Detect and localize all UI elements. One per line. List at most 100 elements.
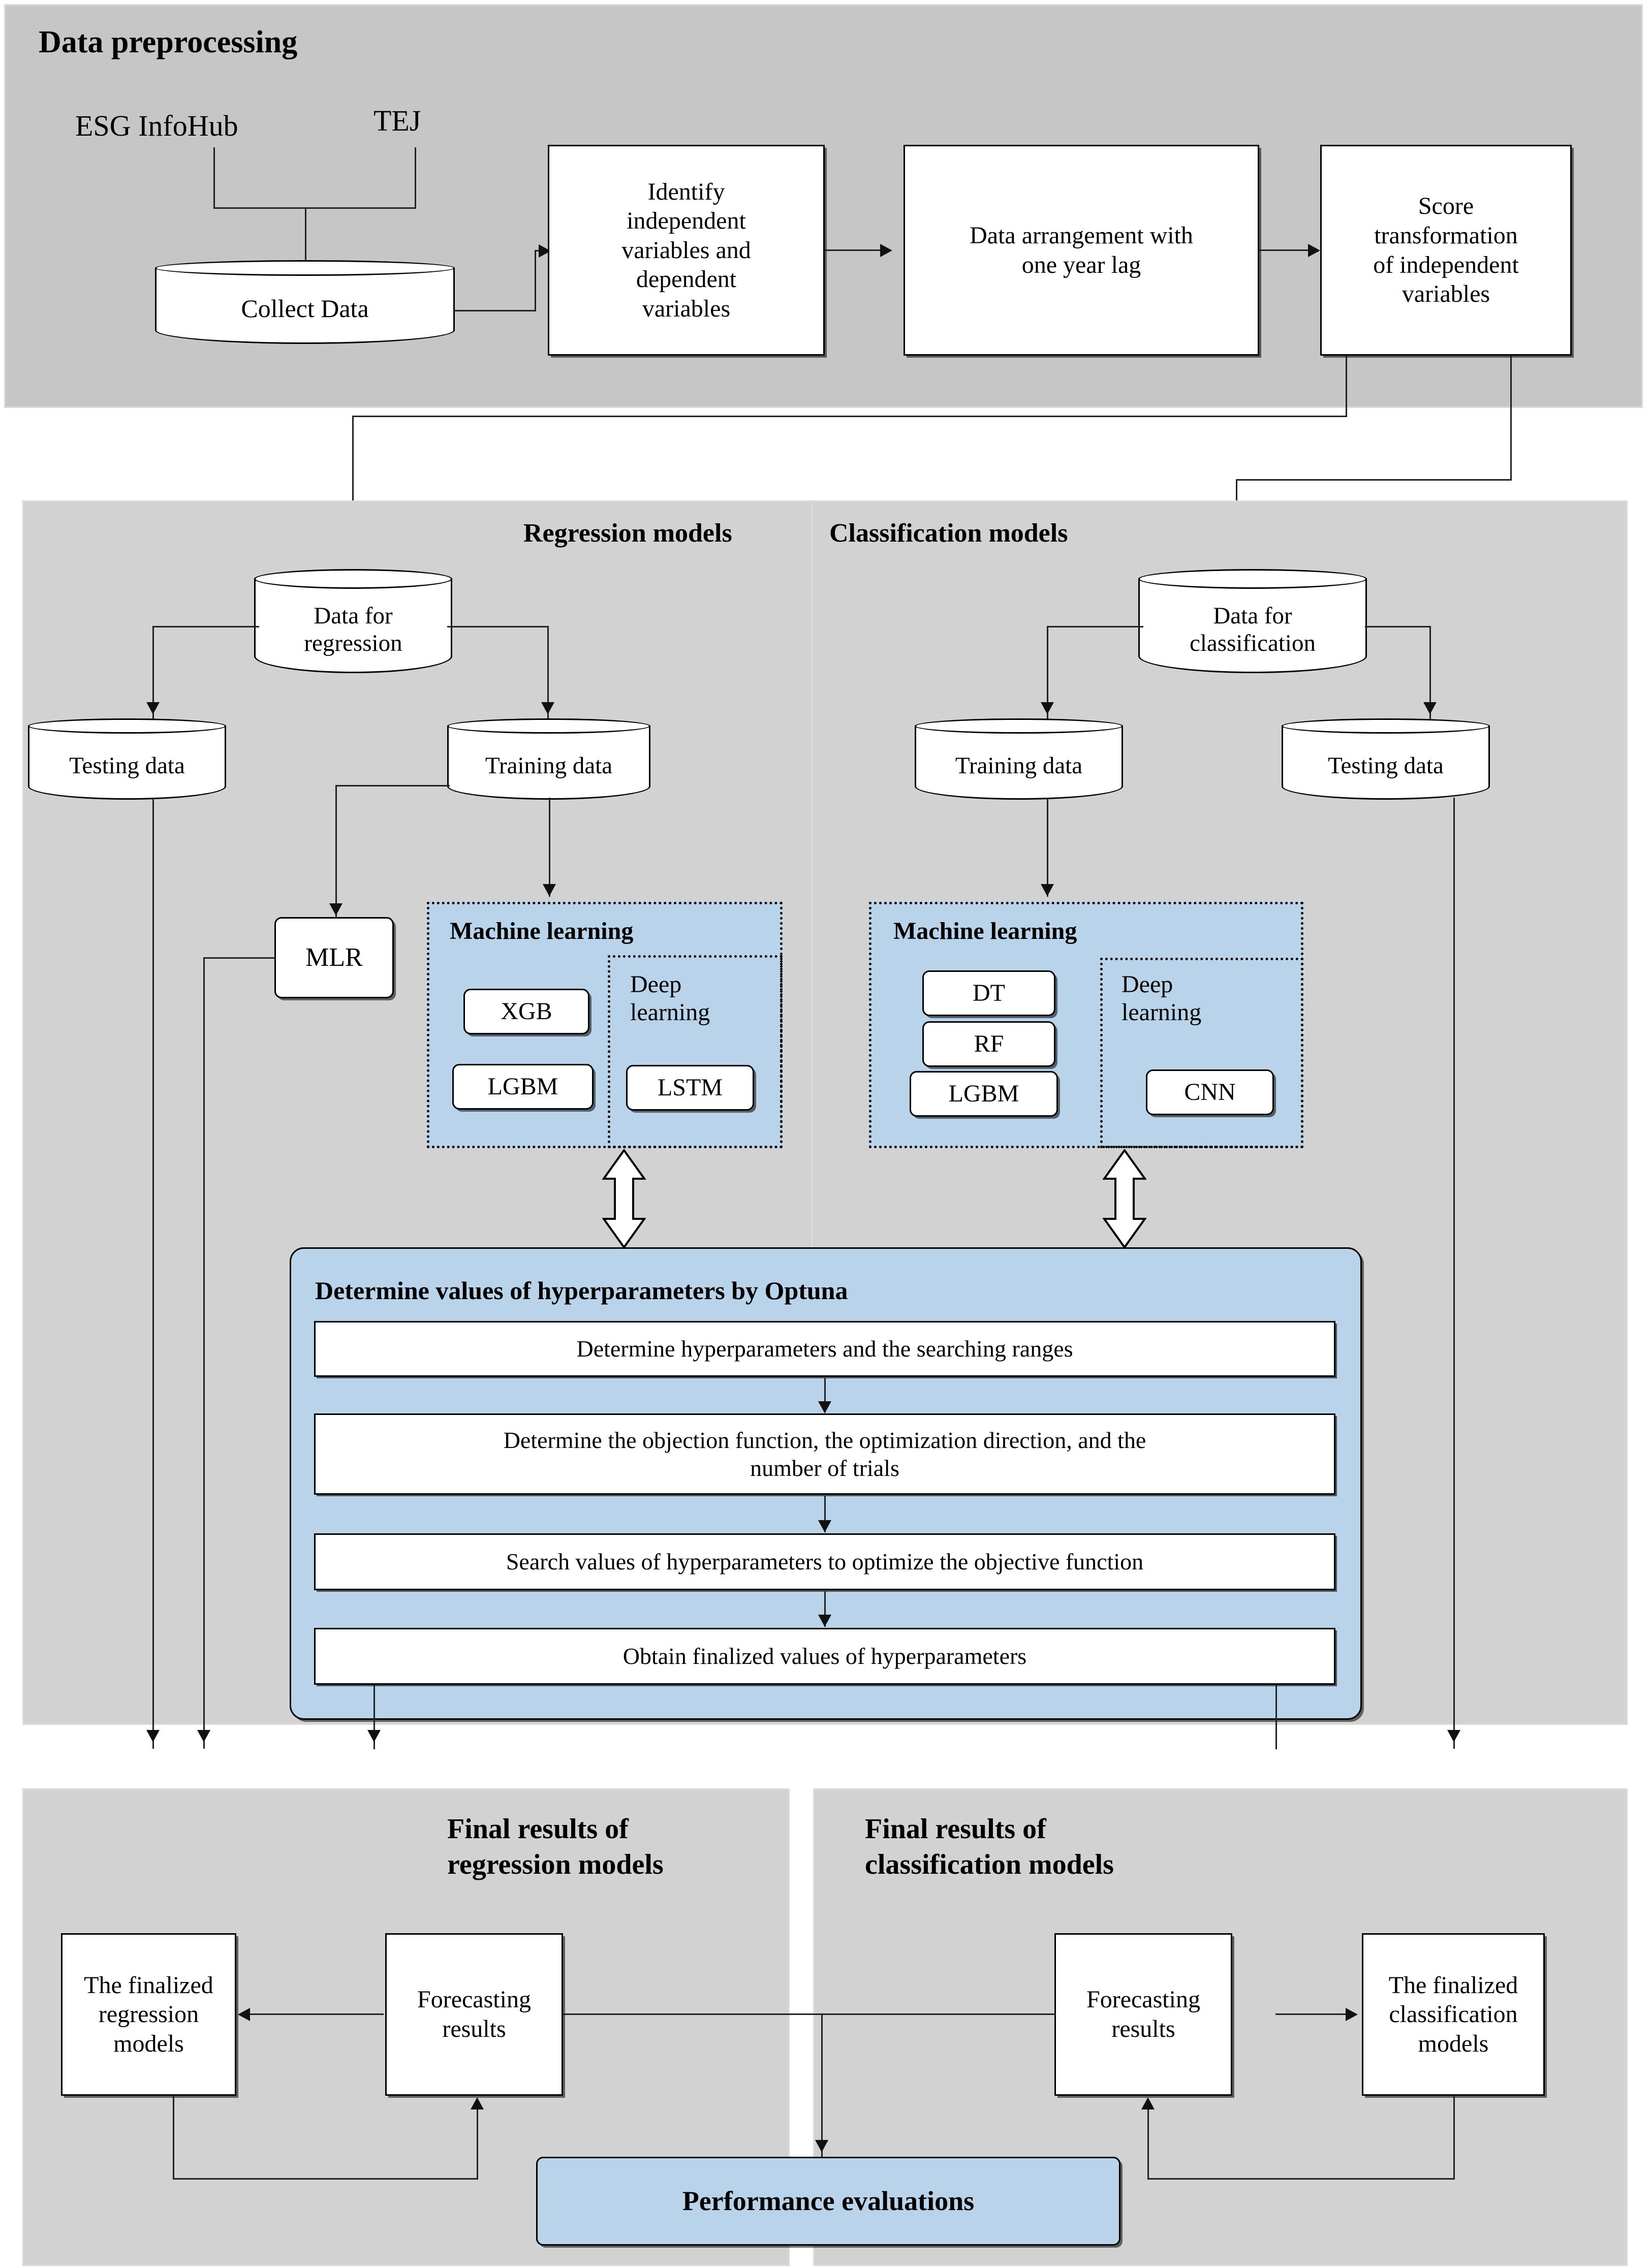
connector-optuna-3-4	[824, 1591, 826, 1627]
group-title-machine-learning-classification: Machine learning	[893, 918, 1077, 944]
connector-training-to-mlr-run	[335, 785, 450, 786]
box-model-lgbm-classification: LGBM	[910, 1071, 1058, 1117]
connector-transform-right-run	[1236, 479, 1512, 481]
arrowhead-optuna-step-4	[818, 1615, 831, 1627]
arrowhead-optuna-step-3	[818, 1520, 831, 1532]
connector-testing-cls-down	[1453, 798, 1455, 1749]
box-model-lstm: LSTM	[626, 1065, 754, 1111]
arrowhead-to-ml-regression	[543, 884, 556, 896]
panel-title-data-preprocessing: Data preprocessing	[39, 25, 298, 59]
connector-reg-to-training	[547, 626, 549, 719]
connector-mlr-down	[203, 957, 205, 1749]
connector-tej-down	[415, 147, 416, 208]
cylinder-label-collect-data: Collect Data	[241, 294, 369, 323]
double-arrow-regression-to-optuna	[602, 1149, 646, 1248]
box-model-cnn: CNN	[1146, 1069, 1274, 1115]
arrowhead-testing-cls-to-final	[1447, 1730, 1460, 1742]
cylinder-label-training-data-classification: Training data	[955, 752, 1083, 779]
connector-reg-to-testing	[152, 626, 154, 719]
arrowhead-testing-reg-to-final	[146, 1730, 160, 1742]
arrowhead-loop-to-forecast-reg	[471, 2097, 484, 2109]
cylinder-data-for-regression: Data for regression	[254, 569, 452, 673]
panel-title-regression-models: Regression models	[523, 519, 732, 548]
connector-forecast-reg-to-final	[244, 2013, 384, 2015]
box-forecasting-results-classification: Forecasting results	[1054, 1933, 1232, 2096]
connector-reg-split-left	[152, 626, 259, 627]
optuna-title: Determine values of hyperparameters by O…	[315, 1276, 848, 1305]
cylinder-label-testing-data-regression: Testing data	[69, 752, 185, 779]
connector-transform-left-run	[352, 416, 1347, 417]
arrowhead-to-ml-classification	[1041, 884, 1054, 896]
cylinder-top	[447, 718, 650, 734]
connector-final-cls-down	[1453, 2096, 1455, 2180]
box-model-lgbm-regression: LGBM	[452, 1064, 594, 1110]
connector-arrange-to-transform	[1259, 249, 1315, 251]
cylinder-training-data-regression: Training data	[447, 718, 650, 800]
cylinder-collect-data: Collect Data	[155, 260, 455, 344]
box-performance-evaluations: Performance evaluations	[536, 2157, 1120, 2246]
connector-cls-split-left	[1047, 626, 1143, 627]
box-score-transformation: Score transformation of independent vari…	[1320, 145, 1572, 356]
connector-testing-reg-down	[152, 798, 154, 1749]
connector-collect-riser	[535, 250, 536, 311]
panel-title-final-results-classification: Final results of classification models	[865, 1813, 1114, 1880]
group-title-deep-learning-classification: Deep learning	[1122, 971, 1202, 1026]
cylinder-body	[254, 578, 452, 673]
connector-cls-split-right	[1365, 626, 1431, 627]
optuna-step-1: Determine hyperparameters and the search…	[314, 1321, 1335, 1377]
cylinder-testing-data-classification: Testing data	[1282, 718, 1490, 800]
double-arrow-classification-to-optuna	[1103, 1149, 1146, 1248]
connector-final-cls-up-to-forecast	[1147, 2108, 1149, 2180]
connector-identify-to-arrange	[825, 249, 888, 251]
box-identify-variables: Identify independent variables and depen…	[548, 145, 825, 356]
connector-final-reg-down	[173, 2096, 174, 2180]
optuna-step-3: Search values of hyperparameters to opti…	[314, 1533, 1335, 1590]
arrowhead-forecast-reg-to-perf	[815, 2140, 828, 2152]
cylinder-top	[1282, 718, 1490, 734]
arrowhead-to-arrange	[880, 244, 892, 257]
arrowhead-forecast-reg-to-final	[238, 2008, 250, 2021]
box-forecasting-results-regression: Forecasting results	[385, 1933, 563, 2096]
group-deep-learning-classification	[1100, 958, 1303, 1148]
box-mlr: MLR	[274, 917, 394, 998]
cylinder-body	[1138, 578, 1367, 673]
box-model-dt: DT	[922, 970, 1055, 1016]
label-esg-infohub: ESG InfoHub	[75, 109, 238, 142]
connector-mlr-out	[203, 957, 275, 959]
cylinder-top	[254, 569, 452, 589]
connector-optuna-to-final-regression	[373, 1685, 375, 1749]
cylinder-top	[915, 718, 1123, 734]
arrowhead-to-training-data-cls	[1041, 702, 1054, 714]
connector-cls-to-testing	[1429, 626, 1431, 719]
arrowhead-to-testing-data-cls	[1423, 702, 1437, 714]
cylinder-body	[447, 726, 650, 800]
connector-final-reg-run	[173, 2178, 478, 2180]
cylinder-data-for-classification: Data for classification	[1138, 569, 1367, 673]
box-finalized-regression-models: The finalized regression models	[61, 1933, 236, 2096]
cylinder-label-training-data-regression: Training data	[485, 752, 613, 779]
connector-forecast-reg-to-perf	[563, 2013, 822, 2015]
connector-forecast-cls-to-perf	[821, 2013, 1056, 2015]
connector-optuna-right-to-final-cls	[1275, 2013, 1354, 2015]
cylinder-body	[155, 267, 455, 344]
connector-training-cls-to-ml	[1047, 798, 1048, 897]
connector-cls-to-training	[1047, 626, 1048, 719]
connector-perf-drop-left	[821, 2013, 823, 2158]
cylinder-top	[155, 260, 455, 276]
cylinder-top	[1138, 569, 1367, 589]
arrowhead-optuna-to-final-regression	[367, 1730, 381, 1742]
arrowhead-loop-to-forecast-cls	[1141, 2097, 1155, 2109]
connector-final-cls-run	[1147, 2178, 1455, 2180]
cylinder-label-data-for-classification: Data for classification	[1190, 602, 1316, 656]
arrowhead-to-testing-data-reg	[146, 702, 160, 714]
connector-collect-out	[455, 310, 536, 311]
box-model-rf: RF	[922, 1021, 1055, 1067]
connector-sources-to-collect	[305, 207, 306, 263]
connector-sources-join	[213, 207, 416, 209]
arrowhead-to-training-data-reg	[541, 702, 554, 714]
connector-optuna-1-2	[824, 1378, 826, 1412]
cylinder-label-data-for-regression: Data for regression	[304, 602, 402, 656]
connector-esg-down	[213, 147, 215, 208]
cylinder-label-testing-data-classification: Testing data	[1328, 752, 1444, 779]
